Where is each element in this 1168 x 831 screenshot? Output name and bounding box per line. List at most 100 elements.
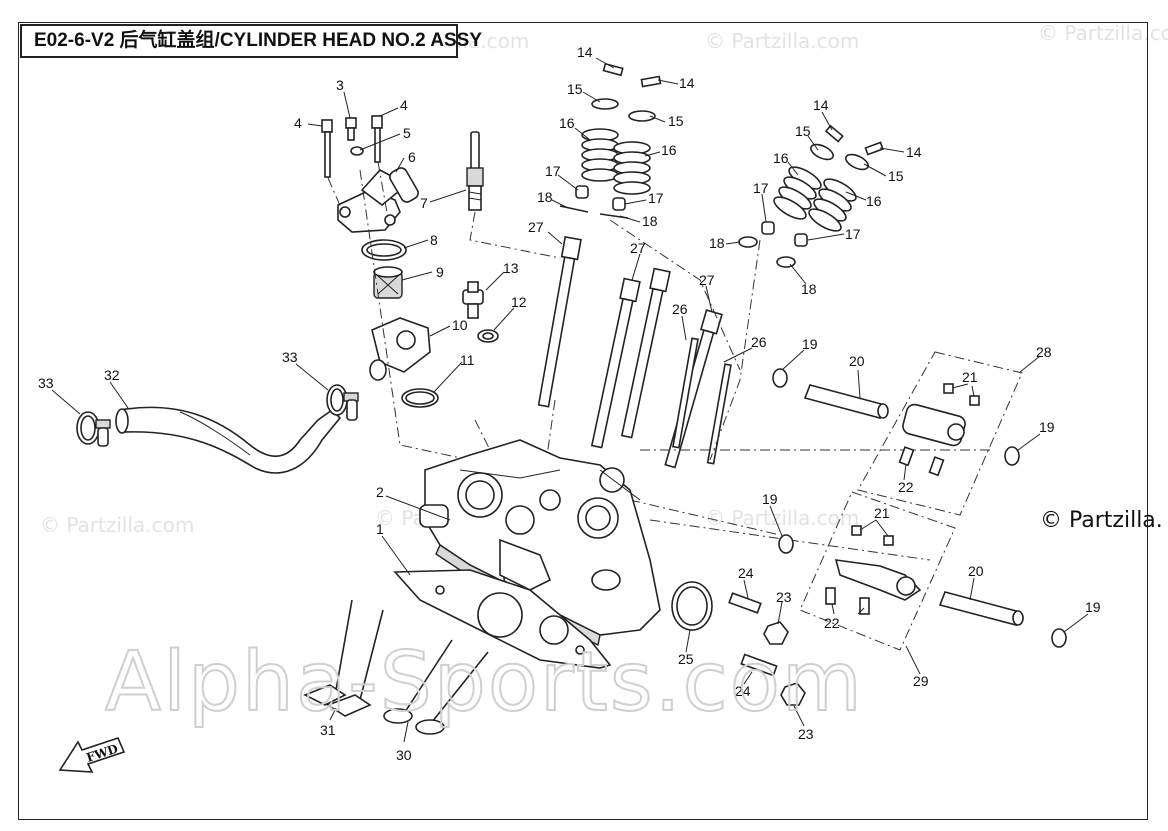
callout-label: 32 <box>104 367 120 383</box>
callout-label: 14 <box>577 44 593 60</box>
callout-label: 15 <box>888 168 904 184</box>
spring-16c <box>773 166 822 220</box>
studs-24-nuts-23 <box>728 592 806 706</box>
callout-labels: 14 14 15 15 16 16 17 17 18 18 14 14 15 1… <box>38 44 1101 763</box>
spring-16b <box>613 141 651 195</box>
thermostat-housing-10 <box>369 317 431 381</box>
drawing-frame <box>18 22 1148 820</box>
callout-label: 31 <box>320 722 336 738</box>
callout-label: 30 <box>396 747 412 763</box>
callout-label: 4 <box>294 115 302 131</box>
callout-label: 29 <box>913 673 929 689</box>
thermostat-9 <box>373 266 403 299</box>
thermostat-cover-6 <box>337 167 419 233</box>
callout-label: 19 <box>1039 419 1055 435</box>
copyright-label: © Partzilla. <box>1040 508 1163 533</box>
callout-label: 25 <box>678 651 694 667</box>
valves-30 <box>383 639 489 735</box>
callout-label: 18 <box>709 235 725 251</box>
callout-label: 17 <box>545 163 561 179</box>
callout-label: 7 <box>420 195 428 211</box>
pins-26 <box>672 337 732 465</box>
callout-label: 15 <box>668 113 684 129</box>
callout-label: 27 <box>528 219 544 235</box>
callout-label: 15 <box>795 123 811 139</box>
o-rings-19 <box>772 368 1067 648</box>
callout-label: 26 <box>672 301 688 317</box>
callout-label: 19 <box>802 336 818 352</box>
callout-label: 27 <box>630 240 646 256</box>
watermark-big: Alpha-Sports.com <box>105 635 864 730</box>
callout-label: 1 <box>376 521 384 537</box>
callout-label: 2 <box>376 484 384 500</box>
rocker-group-28 <box>857 351 1023 516</box>
gasket-1 <box>393 569 612 669</box>
callout-label: 23 <box>798 726 814 742</box>
diagram-title: E02-6-V2 后气缸盖组/CYLINDER HEAD NO.2 ASSY <box>20 24 482 58</box>
callout-label: 14 <box>906 144 922 160</box>
callout-label: 16 <box>866 193 882 209</box>
callout-label: 4 <box>400 97 408 113</box>
callout-label: 28 <box>1036 344 1052 360</box>
callout-label: 21 <box>962 369 978 385</box>
callout-label: 20 <box>968 563 984 579</box>
watermark-small: © Partzilla.com <box>40 513 194 537</box>
assembly-lines <box>359 169 990 561</box>
o-ring-11 <box>401 388 439 408</box>
valve-train-left <box>559 62 662 219</box>
callout-label: 22 <box>824 615 840 631</box>
callout-label: 17 <box>845 226 861 242</box>
callout-label: 12 <box>511 294 527 310</box>
callout-label: 16 <box>661 142 677 158</box>
callout-label: 33 <box>282 349 298 365</box>
callout-label: 3 <box>336 77 344 93</box>
watermark-small: © Partzilla.com <box>705 506 859 530</box>
callout-label: 13 <box>503 260 519 276</box>
callout-label: 27 <box>699 272 715 288</box>
callout-label: 14 <box>679 75 695 91</box>
callout-label: 17 <box>648 190 664 206</box>
callout-label: 19 <box>762 491 778 507</box>
watermark-small: © Partzilla.com <box>1038 21 1168 45</box>
watermark-small: © Partzilla.com <box>705 29 859 53</box>
callout-label: 6 <box>408 149 416 165</box>
spark-plug-7 <box>466 131 561 259</box>
spring-16d <box>808 178 857 232</box>
callout-label: 22 <box>898 479 914 495</box>
callout-label: 19 <box>1085 599 1101 615</box>
callout-label: 16 <box>773 150 789 166</box>
callout-label: 21 <box>874 505 890 521</box>
callout-label: 18 <box>801 281 817 297</box>
bolts-3-4-5 <box>321 115 389 219</box>
valve-train-right <box>738 124 884 268</box>
callout-label: 15 <box>567 81 583 97</box>
callout-label: 18 <box>642 213 658 229</box>
callout-label: 20 <box>849 353 865 369</box>
hose-clamp-33-left <box>76 411 111 447</box>
callout-label: 14 <box>813 97 829 113</box>
rocker-group-29 <box>799 491 956 651</box>
washer-12 <box>477 329 499 343</box>
callout-label: 9 <box>436 264 444 280</box>
callout-label: 18 <box>537 189 553 205</box>
callout-label: 8 <box>430 232 438 248</box>
callout-label: 11 <box>460 352 475 368</box>
spring-16a <box>581 128 619 182</box>
hose-clamp-33-right <box>326 384 359 421</box>
callout-label: 26 <box>751 334 767 350</box>
callout-label: 16 <box>559 115 575 131</box>
callout-label: 24 <box>735 683 751 699</box>
shafts-20 <box>803 384 1024 626</box>
o-ring-25 <box>671 581 713 631</box>
callout-label: 24 <box>738 565 754 581</box>
callout-label: 23 <box>776 589 792 605</box>
callout-label: 33 <box>38 375 54 391</box>
callout-label: 10 <box>452 317 468 333</box>
valves-31 <box>303 599 384 717</box>
callout-label: 17 <box>753 180 769 196</box>
callout-label: 5 <box>403 125 411 141</box>
o-ring-8 <box>361 239 407 261</box>
bolt-13 <box>462 281 484 319</box>
